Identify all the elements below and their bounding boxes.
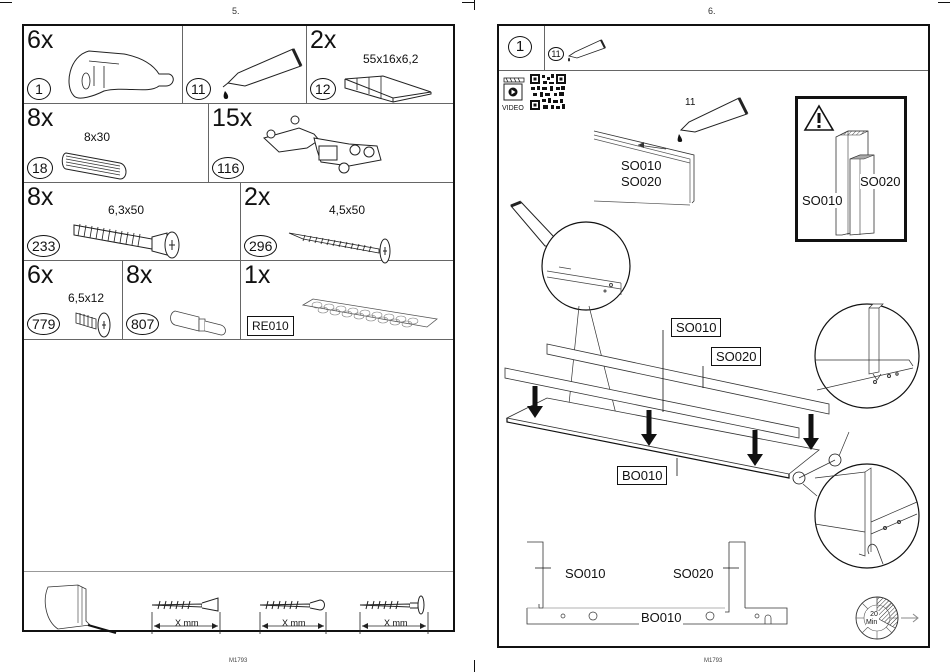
- page-number: 5.: [232, 6, 240, 16]
- part-dimension: 55x16x6,2: [363, 52, 418, 66]
- panel-label-so020: SO020: [621, 174, 661, 189]
- qr-code-icon: [530, 74, 566, 110]
- callout-so010: SO010: [671, 318, 721, 337]
- crop-mark: [474, 0, 475, 10]
- warning-box: SO020 SO010: [795, 96, 907, 242]
- part-quantity: 8x: [27, 185, 53, 210]
- glue-tube-icon: [567, 36, 607, 64]
- wood-screw-icon: [289, 223, 401, 263]
- part-id: 296: [244, 235, 277, 257]
- step-number-cell: 1: [499, 26, 545, 71]
- part-cell-re010: 1x RE010: [241, 261, 453, 340]
- detail-magnifier-circle: [541, 221, 631, 311]
- step-tools-cell: 11: [545, 26, 928, 71]
- wooden-dowel-icon: [62, 149, 132, 181]
- front-view-label-bo010: BO010: [639, 610, 683, 625]
- felt-pad-sheet-icon: [301, 297, 441, 333]
- length-label: X mm: [282, 618, 306, 628]
- part-cell-1: 6x 1: [24, 26, 183, 104]
- length-label: X mm: [384, 618, 408, 628]
- glue-tube-icon: [223, 41, 303, 101]
- step-number: 1: [508, 36, 532, 58]
- tools-part-id: 11: [548, 47, 564, 61]
- part-cell-12: 2x 55x16x6,2 12: [307, 26, 453, 104]
- part-quantity: 15x: [212, 106, 252, 131]
- page-number: 6.: [708, 6, 716, 16]
- part-id: 18: [27, 157, 53, 179]
- assembly-time-indicator: 20 Min: [855, 596, 921, 640]
- short-screw-icon: [74, 309, 116, 339]
- cam-bolt-icon: [72, 221, 184, 261]
- part-quantity: 8x: [27, 106, 53, 131]
- wedge-shim-icon: [343, 74, 433, 102]
- callout-bo010: BO010: [617, 466, 667, 485]
- part-quantity: 8x: [126, 263, 152, 288]
- warning-triangle-icon: [804, 105, 834, 131]
- detail-magnifier-circle: [813, 462, 921, 570]
- part-cell-779: 6x 6,5x12 779: [24, 261, 123, 340]
- part-dimension: 4,5x50: [329, 203, 365, 217]
- part-cell-807: 8x 807: [123, 261, 241, 340]
- part-cell-116: 15x 116: [209, 104, 453, 183]
- warning-label-so010: SO010: [802, 193, 842, 208]
- part-id: 11: [186, 78, 211, 100]
- callout-so020: SO020: [711, 347, 761, 366]
- front-view-label-so020: SO020: [673, 566, 713, 581]
- warning-label-so020: SO020: [860, 174, 900, 189]
- part-quantity: 6x: [27, 28, 53, 53]
- part-id: 12: [310, 78, 336, 100]
- part-id: 779: [27, 313, 60, 335]
- part-id: 807: [126, 313, 159, 335]
- timer-unit: Min: [866, 619, 877, 627]
- part-id: 116: [212, 157, 244, 179]
- part-dimension: 8x30: [84, 130, 110, 144]
- next-arrow-icon: [901, 612, 921, 624]
- front-view-label-so010: SO010: [565, 566, 605, 581]
- crop-mark: [474, 660, 475, 672]
- part-dimension: 6,5x12: [68, 291, 104, 305]
- part-cell-11: 11: [183, 26, 307, 104]
- screw-in-panel-icon: [38, 581, 118, 636]
- pan-head-screw-icon: [360, 594, 432, 614]
- part-quantity: 1x: [244, 263, 270, 288]
- part-id: 233: [27, 235, 60, 257]
- detail-magnifier-circle: [813, 302, 921, 410]
- video-clapper-icon: [503, 74, 527, 104]
- video-link[interactable]: VIDEO: [502, 74, 566, 118]
- timer-minutes: 20: [867, 611, 881, 619]
- part-cell-296: 2x 4,5x50 296: [241, 183, 453, 261]
- section-divider: [24, 571, 453, 572]
- footer-code: M1793: [229, 658, 247, 664]
- footer-code: M1793: [704, 658, 722, 664]
- crop-mark: [938, 2, 950, 3]
- part-id: 1: [27, 78, 51, 100]
- assembly-step-frame: 1 11 VIDEO: [497, 24, 930, 648]
- crop-mark: [462, 2, 474, 3]
- part-dimension: 6,3x50: [108, 203, 144, 217]
- part-cell-18: 8x 8x30 18: [24, 104, 209, 183]
- raised-head-screw-icon: [260, 596, 332, 612]
- part-id: RE010: [247, 316, 294, 336]
- parts-list-frame: 6x 1 11 2x 55x16x6,2 12: [22, 24, 455, 632]
- length-label: X mm: [175, 618, 199, 628]
- part-quantity: 2x: [244, 185, 270, 210]
- panel-label-so010: SO010: [621, 158, 661, 173]
- part-quantity: 6x: [27, 263, 53, 288]
- video-label: VIDEO: [502, 105, 524, 112]
- cam-lock-icon: [64, 46, 174, 101]
- hinge-icon: [259, 110, 389, 178]
- countersunk-screw-icon: [152, 596, 224, 612]
- part-cell-233: 8x 6,3x50 233: [24, 183, 241, 261]
- shelf-pin-icon: [169, 307, 231, 337]
- part-quantity: 2x: [310, 28, 336, 53]
- crop-mark: [0, 2, 12, 3]
